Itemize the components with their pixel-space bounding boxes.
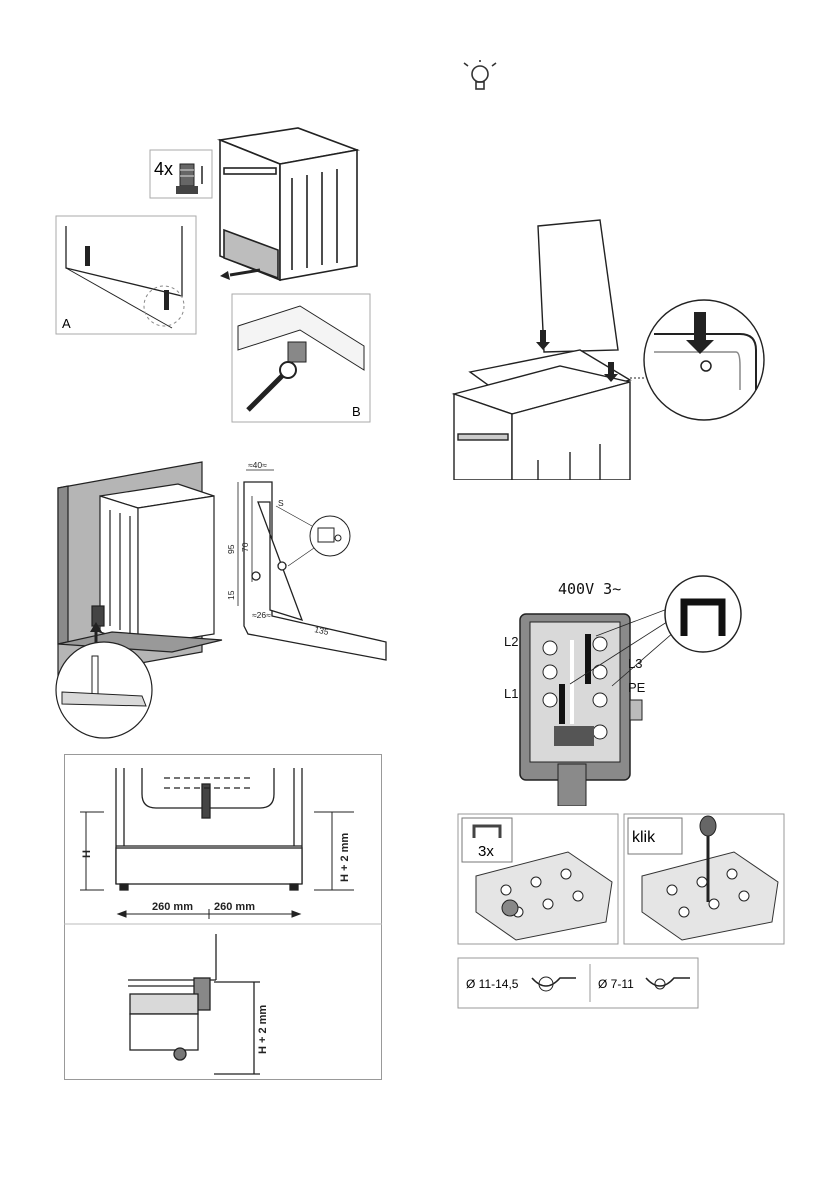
- clamp-figure: 3x klik Ø 11-14,5 Ø 7-11: [456, 812, 786, 1014]
- detail-a: A: [56, 216, 196, 334]
- dia-small-label: Ø 7-11: [598, 977, 634, 991]
- dim-15-label: 15: [226, 590, 236, 600]
- wall-and-cooker: [58, 462, 222, 678]
- bridge-count-label: 3x: [478, 843, 494, 860]
- bracket-closeup: [56, 642, 152, 738]
- dia-large-label: Ø 11-14,5: [466, 977, 519, 991]
- h-plus-2mm-label: H + 2 mm: [339, 833, 351, 882]
- height-figure: H H + 2 mm 260 mm 260 mm H + 2 mm: [64, 754, 382, 1080]
- cable-diameter-panel: Ø 11-14,5 Ø 7-11: [458, 958, 698, 1008]
- terminal-wiring-figure: 400V 3∼ L2 L1 L3 PE: [500, 574, 760, 806]
- h-plus-2mm-bottom-label: H + 2 mm: [257, 1005, 269, 1054]
- l2-label: L2: [504, 634, 518, 649]
- side-profile-drawing: [128, 934, 260, 1074]
- screw-detail-circle: [276, 506, 350, 566]
- bridge-detail-circle: [665, 576, 741, 652]
- terminal-block: [520, 614, 642, 806]
- cooker-with-lid: [454, 220, 630, 480]
- dim-width-label: ≈40≈: [248, 460, 267, 470]
- hinge-detail-circle: [644, 300, 764, 420]
- cooker-illustration: [220, 128, 357, 280]
- dim-70-label: 70: [240, 542, 250, 552]
- detail-b-label: B: [352, 404, 361, 419]
- dim-s-label: S: [278, 498, 284, 508]
- dim-26-label: ≈26≈: [252, 610, 271, 620]
- l3-label: L3: [628, 656, 642, 671]
- anti-tip-bracket-figure: ≈40≈ 95 70 15 ≈26≈ 135 S: [52, 456, 392, 746]
- klik-label: klik: [632, 829, 656, 846]
- detail-a-label: A: [62, 316, 71, 331]
- h-label: H: [81, 850, 93, 858]
- left-distance-label: 260 mm: [152, 901, 193, 913]
- bridge-insert-panel: 3x: [458, 814, 618, 944]
- pull-arrow: [230, 270, 260, 275]
- lid-hinge-figure: [440, 60, 770, 480]
- oven-front-drawing: [116, 768, 302, 890]
- l1-label: L1: [504, 686, 518, 701]
- voltage-label: 400V 3∼: [558, 580, 621, 598]
- right-distance-label: 260 mm: [214, 901, 255, 913]
- foot-callout: 4x: [150, 150, 212, 198]
- idea-icon: [464, 60, 496, 89]
- klik-panel: klik: [624, 814, 784, 944]
- pe-label: PE: [628, 680, 646, 695]
- detail-b: B: [232, 294, 370, 422]
- leveling-feet-figure: 4x A B: [52, 120, 377, 430]
- dim-95-label: 95: [226, 544, 236, 554]
- foot-count-label: 4x: [154, 159, 173, 179]
